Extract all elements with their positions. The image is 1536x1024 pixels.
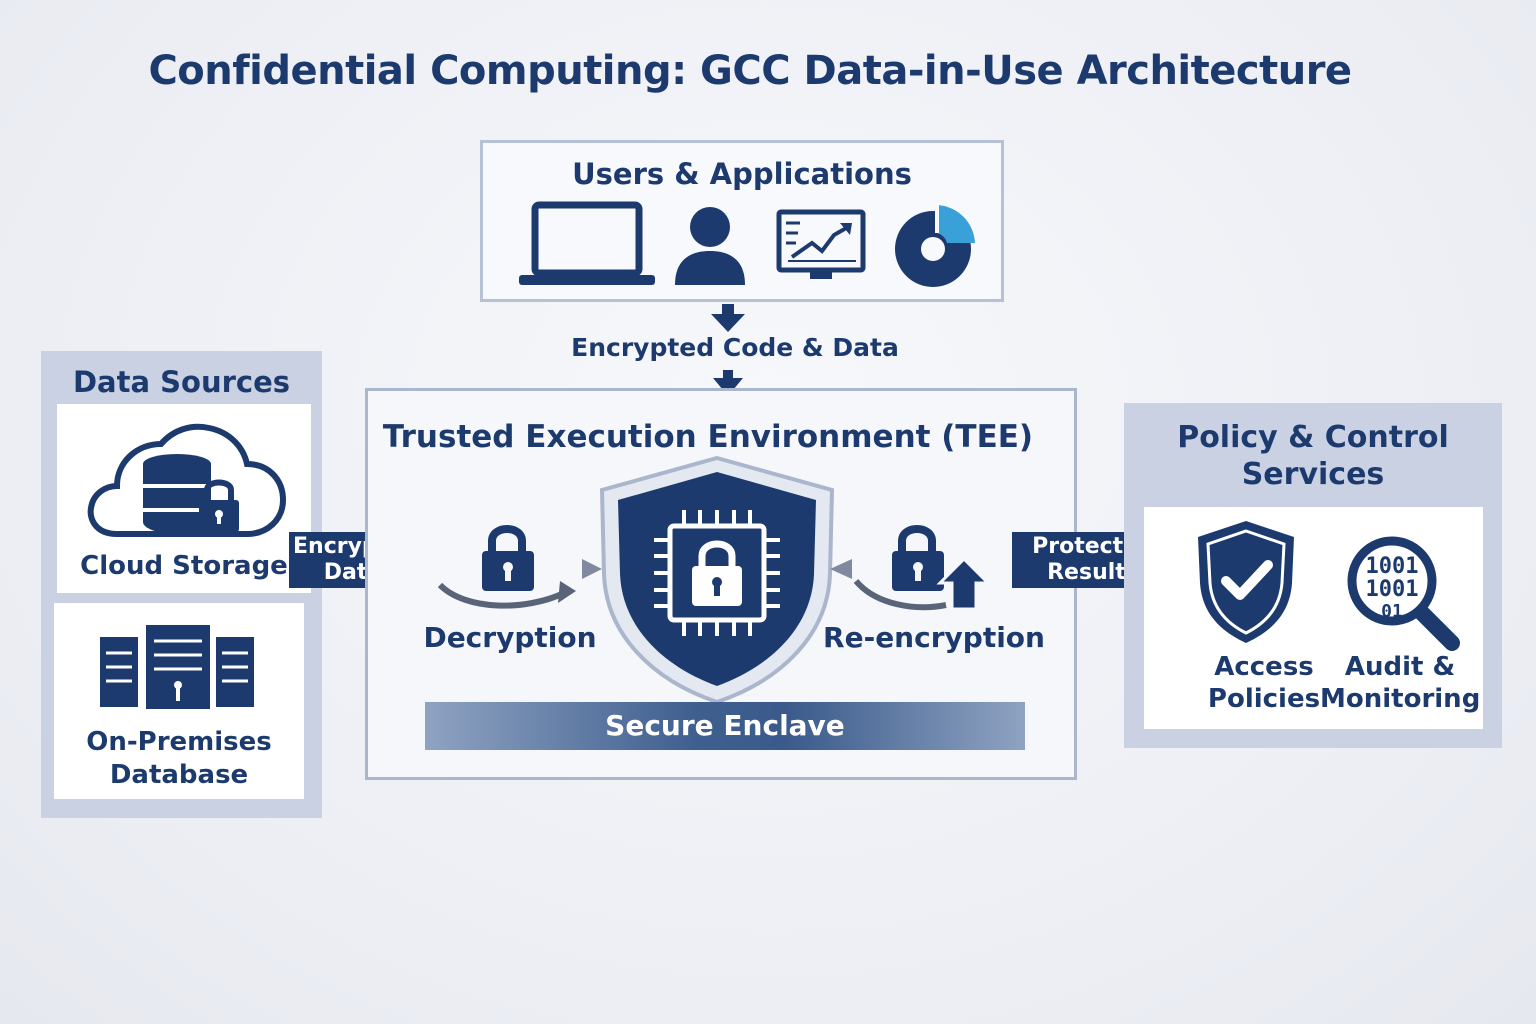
down-arrow-top	[711, 304, 745, 336]
binary-line-1: 1001	[1366, 554, 1419, 579]
binary-line-2: 1001	[1366, 577, 1419, 602]
secure-enclave-bar: Secure Enclave	[425, 702, 1025, 750]
down-arrow-bottom	[713, 370, 743, 400]
decryption-label: Decryption	[423, 621, 597, 654]
data-sources-panel: Data Sources Cloud Storage	[41, 351, 322, 818]
magnifier-binary-icon: 1001 1001 01	[1346, 535, 1460, 655]
server-rack-icon	[98, 623, 258, 717]
protected-results-label-line2: Results	[1047, 560, 1139, 585]
tee-panel: Trusted Execution Environment (TEE) Decr…	[365, 388, 1077, 780]
cloud-storage-card: Cloud Storage	[57, 404, 311, 593]
policy-control-panel: Policy & Control Services Access Policie…	[1124, 403, 1502, 748]
binary-line-3: 01	[1381, 601, 1403, 622]
analytics-monitor-icon	[776, 209, 866, 285]
shield-chip-lock-icon	[598, 454, 836, 710]
laptop-icon	[519, 201, 655, 295]
user-icon	[673, 205, 747, 291]
cloud-storage-label: Cloud Storage	[80, 551, 288, 581]
on-premises-label-line1: On-Premises	[86, 727, 272, 757]
re-encryption-lock-icon	[826, 519, 996, 623]
on-premises-label-line2: Database	[109, 760, 249, 790]
shield-check-icon	[1196, 519, 1296, 649]
re-encryption-label: Re-encryption	[823, 621, 1045, 654]
access-policies-line1: Access	[1214, 652, 1314, 682]
cloud-database-lock-icon	[87, 422, 287, 546]
policy-items-card: Access Policies 1001 1001 01 Audit & Mon…	[1144, 507, 1483, 729]
users-applications-panel: Users & Applications	[480, 140, 1004, 302]
decryption-lock-icon	[436, 519, 606, 623]
policy-control-label-line1: Policy & Control	[1177, 420, 1449, 455]
users-applications-label: Users & Applications	[572, 157, 912, 191]
policy-control-label-line2: Services	[1241, 457, 1385, 492]
audit-monitoring-line1: Audit &	[1344, 652, 1456, 682]
data-sources-label: Data Sources	[72, 365, 291, 399]
audit-monitoring-line2: Monitoring	[1320, 684, 1481, 714]
tee-title: Trusted Execution Environment (TEE)	[382, 419, 1034, 455]
access-policies-line2: Policies	[1207, 684, 1321, 714]
encrypted-code-data-label: Encrypted Code & Data	[571, 333, 899, 362]
page-title: Confidential Computing: GCC Data-in-Use …	[148, 48, 1352, 94]
on-premises-database-card: On-Premises Database	[54, 603, 304, 799]
pie-chart-icon	[893, 201, 977, 295]
